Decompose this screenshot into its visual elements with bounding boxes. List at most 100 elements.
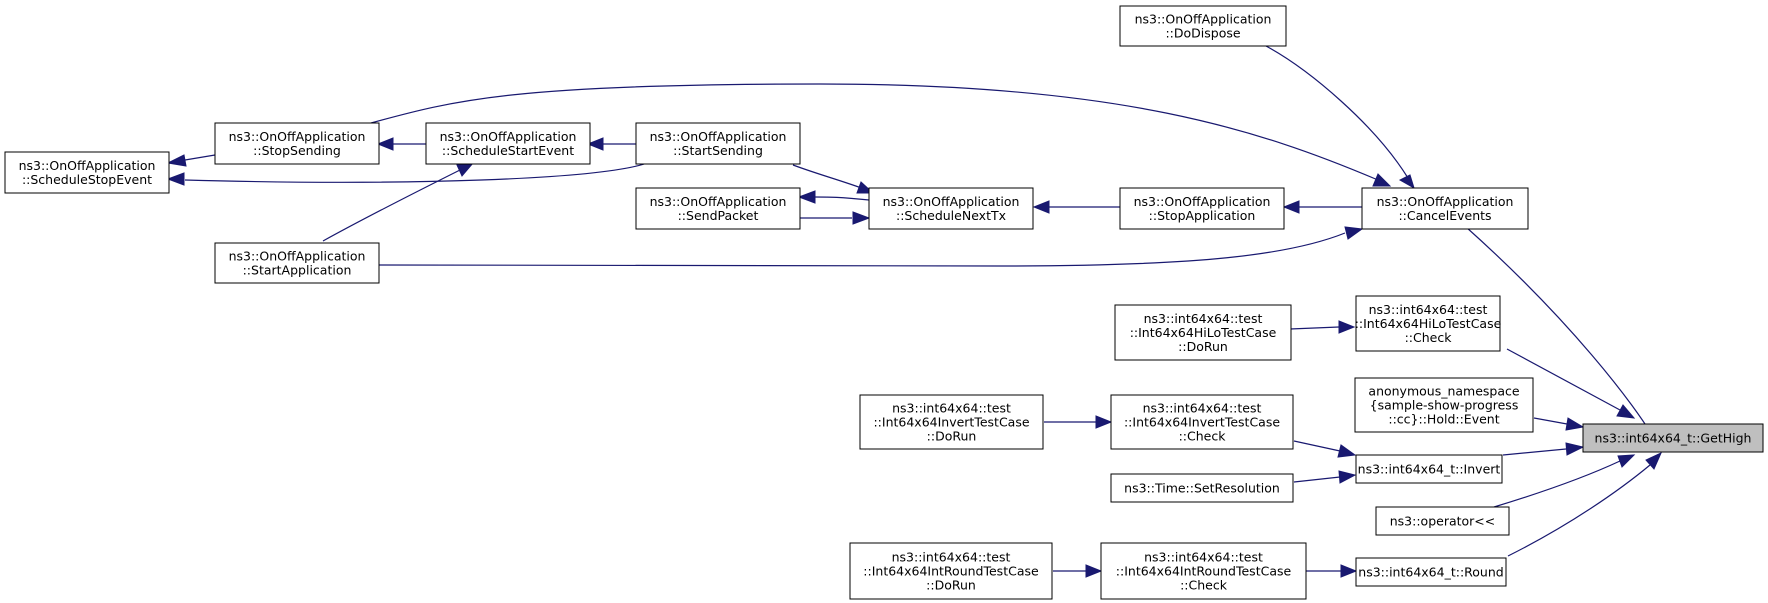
node-label-line: ns3::int64x64_t::Round <box>1358 565 1503 580</box>
edge-stopsending-to-cancelevents <box>370 83 1392 187</box>
node-box <box>849 542 1053 600</box>
node-label-line: ::Int64x64IntRoundTestCase <box>1116 564 1292 579</box>
edge-schedulestartevent-to-stopsending <box>376 137 426 151</box>
node-label-line: ::Int64x64HiLoTestCase <box>1355 316 1502 331</box>
call-graph-nodes: ns3::int64x64_t::GetHigh ns3::OnOffApplic… <box>4 5 1764 600</box>
node-hi-lo-do-run[interactable]: ns3::int64x64::test::Int64x64HiLoTestCas… <box>1114 304 1292 361</box>
edge-round-to-gethigh <box>1507 451 1662 557</box>
node-label-line: ::DoRun <box>1178 339 1228 354</box>
node-set-resolution[interactable]: ns3::Time::SetResolution <box>1110 473 1294 503</box>
node-label-line: ns3::int64x64::test <box>892 401 1011 416</box>
node-stop-application[interactable]: ns3::OnOffApplication::StopApplication <box>1119 187 1285 230</box>
node-label-line: ns3::int64x64_t::GetHigh <box>1595 431 1752 446</box>
edge-startapplication-to-schedulestartevent <box>322 162 475 242</box>
node-label-line: ::Check <box>1179 429 1227 444</box>
node-box <box>1110 473 1294 503</box>
node-box <box>859 394 1044 450</box>
edge-setresolution-to-invert <box>1293 470 1357 484</box>
edge-invertcheck-to-invert <box>1293 440 1357 458</box>
node-label-line: ::StartSending <box>673 143 763 158</box>
edge-stopapplication-to-schedulenexttx <box>1032 200 1120 214</box>
edge-roundcheck-to-round <box>1306 564 1358 578</box>
node-box <box>4 151 170 194</box>
call-graph-edges <box>166 45 1662 578</box>
node-schedule-start-event[interactable]: ns3::OnOffApplication::ScheduleStartEven… <box>425 122 591 165</box>
node-box <box>1355 454 1503 484</box>
node-box <box>868 187 1034 230</box>
node-label-line: ::Int64x64InvertTestCase <box>873 415 1029 430</box>
node-box <box>635 187 801 230</box>
node-start-application[interactable]: ns3::OnOffApplication::StartApplication <box>214 242 380 284</box>
node-box <box>1355 557 1507 587</box>
edge-startsending-to-schedulestopevent <box>166 161 651 186</box>
edge-invertdorun-to-invertcheck <box>1044 415 1113 429</box>
node-label-line: ns3::int64x64::test <box>1144 550 1263 565</box>
node-box <box>1100 542 1307 600</box>
node-cancel-events[interactable]: ns3::OnOffApplication::CancelEvents <box>1361 187 1529 230</box>
node-round[interactable]: ns3::int64x64_t::Round <box>1355 557 1507 587</box>
node-start-sending[interactable]: ns3::OnOffApplication::StartSending <box>635 122 801 165</box>
node-label-line: ns3::OnOffApplication <box>883 194 1020 209</box>
node-schedule-next-tx[interactable]: ns3::OnOffApplication::ScheduleNextTx <box>868 187 1034 230</box>
node-box <box>1354 377 1534 433</box>
node-invert-check[interactable]: ns3::int64x64::test::Int64x64InvertTestC… <box>1110 394 1294 450</box>
node-label-line: ns3::OnOffApplication <box>229 249 366 264</box>
node-round-do-run[interactable]: ns3::int64x64::test::Int64x64IntRoundTes… <box>849 542 1053 600</box>
node-hold-event[interactable]: anonymous_namespace{sample-show-progress… <box>1354 377 1534 433</box>
node-box <box>1375 506 1510 536</box>
node-box <box>635 122 801 165</box>
edge-holdevent-to-gethigh <box>1533 417 1585 431</box>
node-label-line: ::CancelEvents <box>1398 208 1491 223</box>
node-round-check[interactable]: ns3::int64x64::test::Int64x64IntRoundTes… <box>1100 542 1307 600</box>
node-hi-lo-check[interactable]: ns3::int64x64::test::Int64x64HiLoTestCas… <box>1355 295 1502 352</box>
node-send-packet[interactable]: ns3::OnOffApplication::SendPacket <box>635 187 801 230</box>
edge-cancelevents-to-stopapplication <box>1282 200 1362 214</box>
edge-operatorshift-to-gethigh <box>1493 454 1636 508</box>
node-label-line: ::ScheduleStopEvent <box>22 172 152 187</box>
node-label-line: ns3::OnOffApplication <box>229 129 366 144</box>
node-invert[interactable]: ns3::int64x64_t::Invert <box>1355 454 1503 484</box>
node-box <box>214 242 380 284</box>
node-label-line: ns3::OnOffApplication <box>650 129 787 144</box>
node-label-line: ns3::OnOffApplication <box>440 129 577 144</box>
node-operator-shift[interactable]: ns3::operator<< <box>1375 506 1510 536</box>
node-box <box>1110 394 1294 450</box>
node-label-line: ns3::int64x64::test <box>1143 401 1262 416</box>
node-box <box>1119 5 1287 47</box>
node-label-line: {sample-show-progress <box>1370 398 1519 413</box>
edge-sendpacket-to-schedulenexttx <box>799 211 871 225</box>
node-label-line: ::Check <box>1405 330 1453 345</box>
node-label-line: ::Int64x64InvertTestCase <box>1124 415 1280 430</box>
node-box <box>1114 304 1292 361</box>
node-label-line: ns3::operator<< <box>1390 514 1496 529</box>
node-label-line: ::Int64x64IntRoundTestCase <box>863 564 1039 579</box>
node-label-line: ns3::int64x64_t::Invert <box>1358 462 1501 477</box>
node-label-line: ::StopSending <box>253 143 341 158</box>
node-label-line: ::DoDispose <box>1165 26 1240 41</box>
node-label-line: ::DoRun <box>927 429 977 444</box>
node-box <box>214 122 380 165</box>
node-label-line: ::ScheduleNextTx <box>896 208 1006 223</box>
node-box <box>1582 423 1764 453</box>
edge-hiloCheck-to-gethigh <box>1506 348 1636 419</box>
node-box <box>1119 187 1285 230</box>
node-label-line: ns3::OnOffApplication <box>650 194 787 209</box>
node-schedule-stop-event[interactable]: ns3::OnOffApplication::ScheduleStopEvent <box>4 151 170 194</box>
node-label-line: ns3::OnOffApplication <box>1377 194 1514 209</box>
edge-invert-to-gethigh <box>1502 442 1585 456</box>
node-label-line: ::Int64x64HiLoTestCase <box>1130 325 1277 340</box>
edge-stopsending-to-schedulestopevent <box>166 154 216 167</box>
node-invert-do-run[interactable]: ns3::int64x64::test::Int64x64InvertTestC… <box>859 394 1044 450</box>
node-label-line: ::StartApplication <box>243 263 352 278</box>
node-label-line: ::cc}::Hold::Event <box>1388 412 1499 427</box>
node-stop-sending[interactable]: ns3::OnOffApplication::StopSending <box>214 122 380 165</box>
node-label-line: anonymous_namespace <box>1368 384 1519 399</box>
edge-schedulenexttx-to-sendpacket <box>797 190 870 204</box>
edge-schedulenexttx-to-startsending <box>792 164 875 194</box>
node-box <box>1355 295 1501 352</box>
node-get-high[interactable]: ns3::int64x64_t::GetHigh <box>1582 423 1764 453</box>
edge-dodispose-to-cancelevents <box>1265 45 1415 190</box>
node-do-dispose[interactable]: ns3::OnOffApplication::DoDispose <box>1119 5 1287 47</box>
node-label-line: ::SendPacket <box>678 208 759 223</box>
